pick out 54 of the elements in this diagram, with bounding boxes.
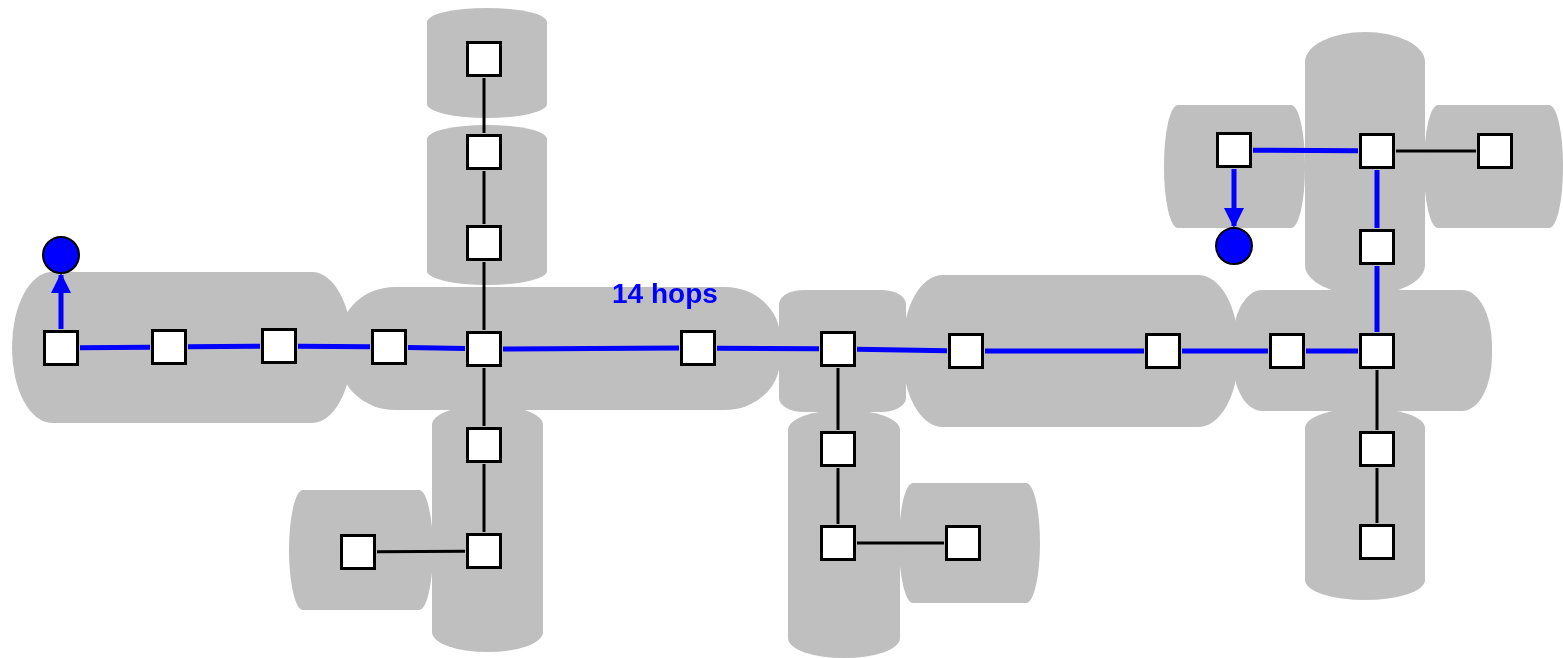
switch-box <box>820 331 856 367</box>
switch-box <box>1216 132 1252 168</box>
link-line <box>1253 147 1358 154</box>
switch-box <box>261 328 297 364</box>
link-line <box>482 368 486 426</box>
switch-box <box>466 331 502 367</box>
switch-box <box>1477 133 1513 169</box>
link-line <box>297 343 371 350</box>
link-line <box>1396 149 1476 153</box>
link-line <box>1182 348 1268 354</box>
link-line <box>377 549 465 554</box>
switch-box <box>466 533 502 569</box>
link-line <box>836 368 840 430</box>
link-line <box>503 345 679 352</box>
link-line <box>856 346 948 354</box>
link-line <box>1374 266 1380 332</box>
switch-box <box>466 225 502 261</box>
link-line <box>482 78 486 133</box>
switch-box <box>1359 524 1395 560</box>
link-line <box>1375 370 1379 430</box>
link-line <box>407 344 466 352</box>
switch-box <box>1359 431 1395 467</box>
switch-box <box>680 330 716 366</box>
link-line <box>717 345 819 352</box>
switch-box <box>820 525 856 561</box>
switch-box <box>43 330 79 366</box>
link-line <box>482 464 486 532</box>
link-line <box>1375 468 1379 523</box>
switch-box <box>820 431 856 467</box>
switch-box <box>466 41 502 77</box>
arrow <box>1224 169 1244 228</box>
link-line <box>482 262 486 330</box>
switch-box <box>340 534 376 570</box>
link-line <box>187 343 261 350</box>
hop-count-label: 14 hops <box>612 280 718 308</box>
link-line <box>80 344 150 351</box>
link-line <box>1306 348 1358 354</box>
switch-box <box>1145 333 1181 369</box>
link-line <box>1374 170 1380 228</box>
link-line <box>857 541 944 545</box>
link-line <box>985 348 1144 354</box>
switch-box <box>1359 333 1395 369</box>
arrow <box>51 273 71 329</box>
switch-box <box>371 329 407 365</box>
switch-box <box>1359 133 1395 169</box>
switch-box <box>948 333 984 369</box>
switch-box <box>1359 229 1395 265</box>
link-line <box>836 468 840 524</box>
switch-box <box>1269 333 1305 369</box>
switch-box <box>466 427 502 463</box>
link-line <box>482 171 486 224</box>
switch-box <box>945 525 981 561</box>
switch-box <box>466 134 502 170</box>
switch-box <box>151 329 187 365</box>
